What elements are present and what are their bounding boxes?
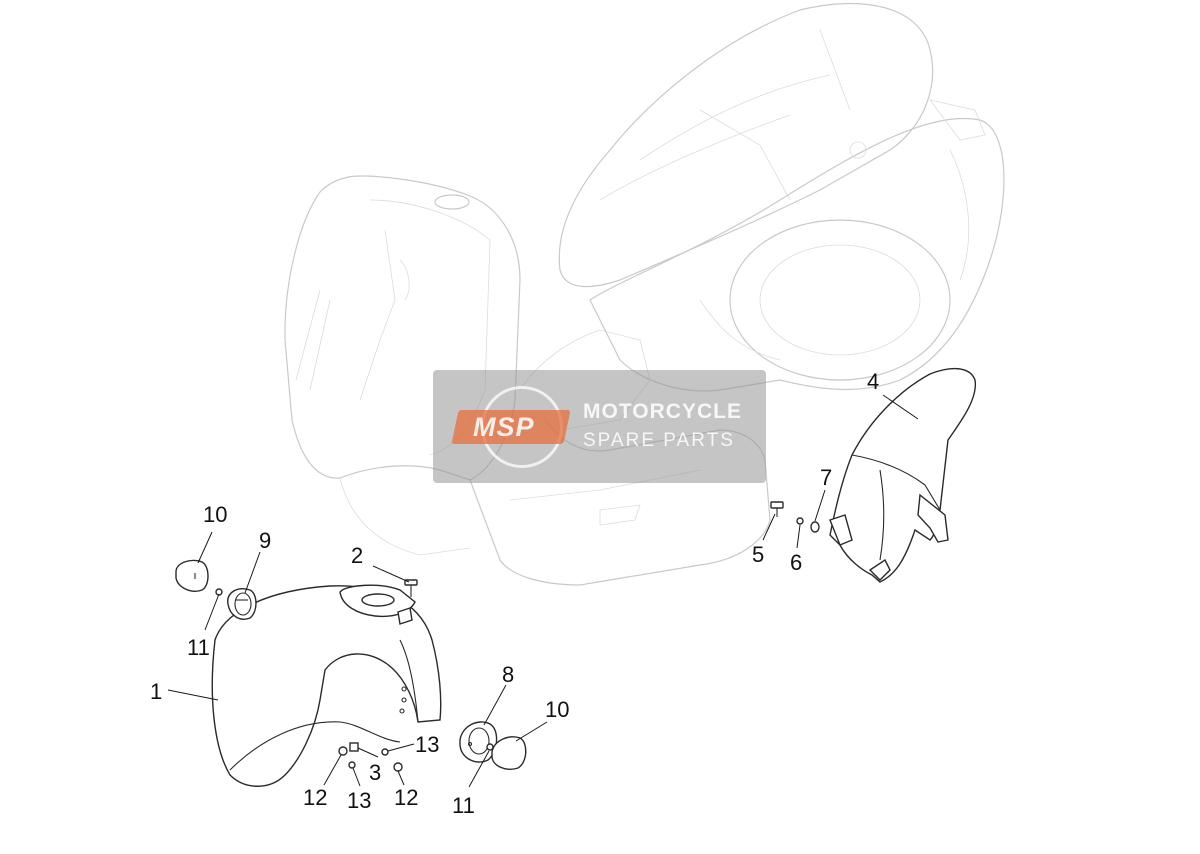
cap-part-10-left xyxy=(175,559,209,592)
washer-part-7 xyxy=(810,521,820,533)
callout-3: 3 xyxy=(369,760,381,785)
callout-12-left: 12 xyxy=(303,785,327,810)
callout-13-left: 13 xyxy=(347,788,371,813)
callout-9: 9 xyxy=(259,528,271,553)
callout-8: 8 xyxy=(502,662,514,687)
side-panel-ghost xyxy=(589,117,1005,392)
callout-7: 7 xyxy=(820,465,832,490)
callout-6: 6 xyxy=(790,550,802,575)
seat-ghost xyxy=(558,2,934,288)
small-hardware xyxy=(338,742,403,772)
leg-shield-ghost xyxy=(284,175,521,481)
callout-4: 4 xyxy=(867,369,879,394)
front-mudguard xyxy=(211,584,442,787)
washer-part-6 xyxy=(796,517,804,525)
callout-1: 1 xyxy=(150,679,162,704)
callout-10-left: 10 xyxy=(203,502,227,527)
cap-part-10-right xyxy=(491,736,527,770)
callout-2: 2 xyxy=(351,543,363,568)
rear-mudguard xyxy=(829,367,977,583)
watermark-banner: MSP MOTORCYCLE SPARE PARTS xyxy=(433,370,766,483)
washer-part-12-left xyxy=(338,746,348,756)
washer-part-12-right xyxy=(393,762,403,772)
watermark-badge-text: MSP xyxy=(473,412,535,442)
trim-ring-part-8 xyxy=(459,721,498,763)
callout-5: 5 xyxy=(752,542,764,567)
nut-part-13-left xyxy=(348,761,356,769)
screw-part-2 xyxy=(404,579,418,597)
clip-part-3 xyxy=(349,742,359,752)
rear-hardware xyxy=(770,501,820,533)
callout-12-right: 12 xyxy=(394,785,418,810)
callout-11-left: 11 xyxy=(187,635,210,660)
callout-11-right: 11 xyxy=(452,793,475,818)
nut-part-11-right xyxy=(486,743,494,751)
watermark-line-2: SPARE PARTS xyxy=(583,430,735,451)
leader-lines xyxy=(167,394,919,788)
watermark-line-1: MOTORCYCLE xyxy=(583,400,742,423)
trim-ring-part-9 xyxy=(227,588,257,620)
callout-labels: 1 2 3 4 5 6 7 8 9 10 10 11 11 12 12 13 1… xyxy=(150,369,879,818)
callout-10-right: 10 xyxy=(545,697,569,722)
screw-part-5 xyxy=(770,501,784,509)
callout-13-right: 13 xyxy=(415,732,439,757)
nut-part-13-right xyxy=(381,748,389,756)
rear-mudguard-shell xyxy=(829,367,977,583)
